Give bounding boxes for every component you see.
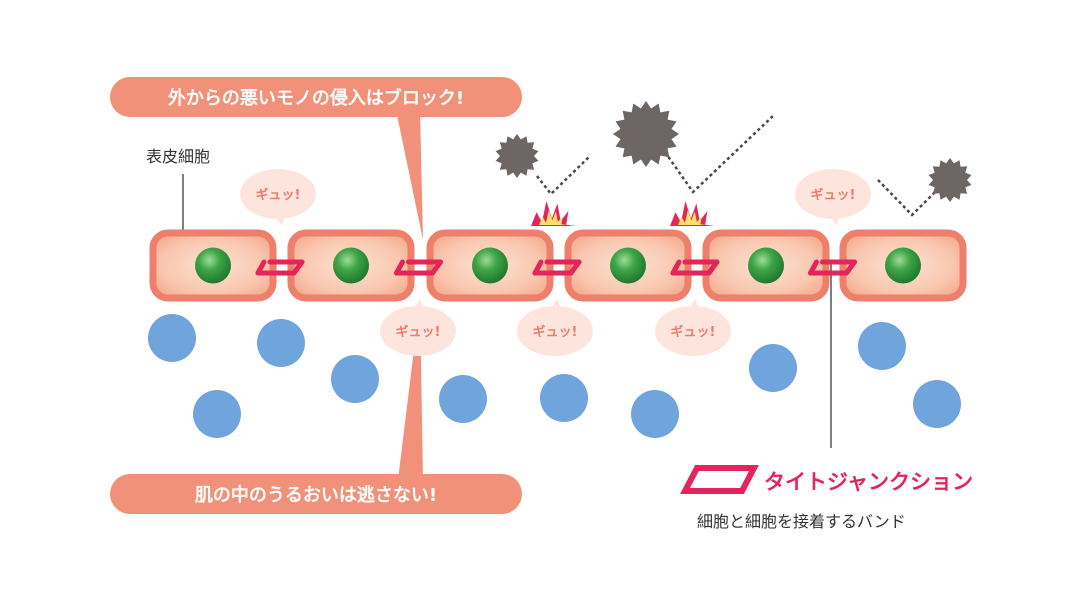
moisture-droplet <box>193 390 241 438</box>
impact-burst-outer <box>670 201 714 226</box>
squeeze-bubble: ギュッ! <box>240 169 316 226</box>
moisture-droplet <box>148 314 196 362</box>
squeeze-label: ギュッ! <box>533 324 578 340</box>
tight-junction <box>808 259 857 276</box>
tight-junction <box>532 259 582 276</box>
epidermal-cell <box>839 229 967 302</box>
impact-burst-inner <box>678 210 706 225</box>
squeeze-bubbles: ギュッ! ギュッ! ギュッ! ギュッ! ギュッ! <box>240 169 871 356</box>
cell-nucleus <box>748 247 784 284</box>
moisture-droplet <box>540 374 588 422</box>
cell-nucleus <box>472 247 508 284</box>
tight-junction-parallelogram-icon <box>680 465 759 494</box>
squeeze-label: ギュッ! <box>811 187 856 203</box>
junction-band-edge <box>532 259 544 276</box>
tight-junction-title: タイトジャンクション <box>764 470 973 494</box>
junction-band-edge <box>394 259 405 276</box>
tight-junction-description: 細胞と細胞を接着するバンド <box>697 512 906 531</box>
top-callout-pill <box>110 77 522 117</box>
squeeze-bubble: ギュッ! <box>795 169 871 226</box>
epidermal-cell <box>702 229 830 302</box>
moisture-droplet <box>631 390 679 438</box>
moisture-droplet <box>858 322 906 370</box>
moisture-droplet <box>439 375 487 423</box>
tight-junction <box>394 259 443 276</box>
moisture-droplet <box>257 319 305 367</box>
bubble-body <box>380 306 456 356</box>
irritant-particle-icon <box>613 101 679 167</box>
moisture-droplet <box>913 380 961 428</box>
epidermal-cell <box>564 229 692 302</box>
epidermal-cell-row <box>149 229 967 302</box>
top-callout-pointer <box>396 110 423 240</box>
moisture-droplet <box>331 355 379 403</box>
squeeze-label: ギュッ! <box>396 324 441 340</box>
epidermal-cell <box>287 229 415 302</box>
irritant-particle-icon <box>928 158 972 202</box>
squeeze-bubble: ギュッ! <box>655 299 731 356</box>
junction-band-edge <box>706 259 720 276</box>
irritant-particle-icon <box>495 134 539 178</box>
particle-group <box>495 101 972 202</box>
cell-nucleus <box>195 247 231 284</box>
epidermal-cell-label: 表皮細胞 <box>146 147 210 244</box>
impact-burst-icon <box>531 201 575 226</box>
junction-band-edge <box>430 259 443 276</box>
cell-nucleus <box>610 247 646 284</box>
epidermal-cell <box>426 229 554 302</box>
impact-burst-outer <box>531 201 575 226</box>
irritant-particles <box>495 101 972 217</box>
bubble-body <box>795 169 871 219</box>
squeeze-label: ギュッ! <box>256 187 301 203</box>
epidermal-cell-text: 表皮細胞 <box>146 147 210 166</box>
junction-band-edge <box>844 259 857 276</box>
particle-bounce-path <box>663 115 774 194</box>
squeeze-label: ギュッ! <box>671 324 716 340</box>
tight-junction-legend: タイトジャンクション 細胞と細胞を接着するバンド <box>680 465 973 531</box>
junction-band-edge <box>808 259 819 276</box>
tight-junction <box>670 259 720 276</box>
cell-nucleus <box>885 247 921 284</box>
top-callout: 外からの悪いモノの侵入はブロック! <box>110 77 522 240</box>
cell-nucleus <box>333 247 369 284</box>
moisture-droplet <box>749 344 797 392</box>
top-callout-text: 外からの悪いモノの侵入はブロック! <box>168 87 464 109</box>
junction-band-edge <box>291 259 305 276</box>
squeeze-bubble: ギュッ! <box>517 299 593 356</box>
bubble-body <box>240 169 316 219</box>
impact-bursts <box>531 201 714 226</box>
tight-junction <box>255 259 305 276</box>
junction-band-edge <box>568 259 582 276</box>
squeeze-bubble: ギュッ! <box>380 299 456 356</box>
impact-burst-inner <box>539 210 567 225</box>
particle-bounce-path <box>877 179 938 217</box>
impact-burst-icon <box>670 201 714 226</box>
particle-bounce-path <box>536 155 591 196</box>
bubble-body <box>517 306 593 356</box>
junction-band-edge <box>670 259 682 276</box>
moisture-droplets <box>148 314 961 438</box>
tight-junction-row <box>255 259 857 276</box>
bubble-body <box>655 306 731 356</box>
epidermal-cell <box>149 229 277 302</box>
junction-band-edge <box>255 259 267 276</box>
bottom-callout-pill <box>110 474 522 514</box>
bottom-callout-text: 肌の中のうるおいは逃さない! <box>195 484 437 506</box>
